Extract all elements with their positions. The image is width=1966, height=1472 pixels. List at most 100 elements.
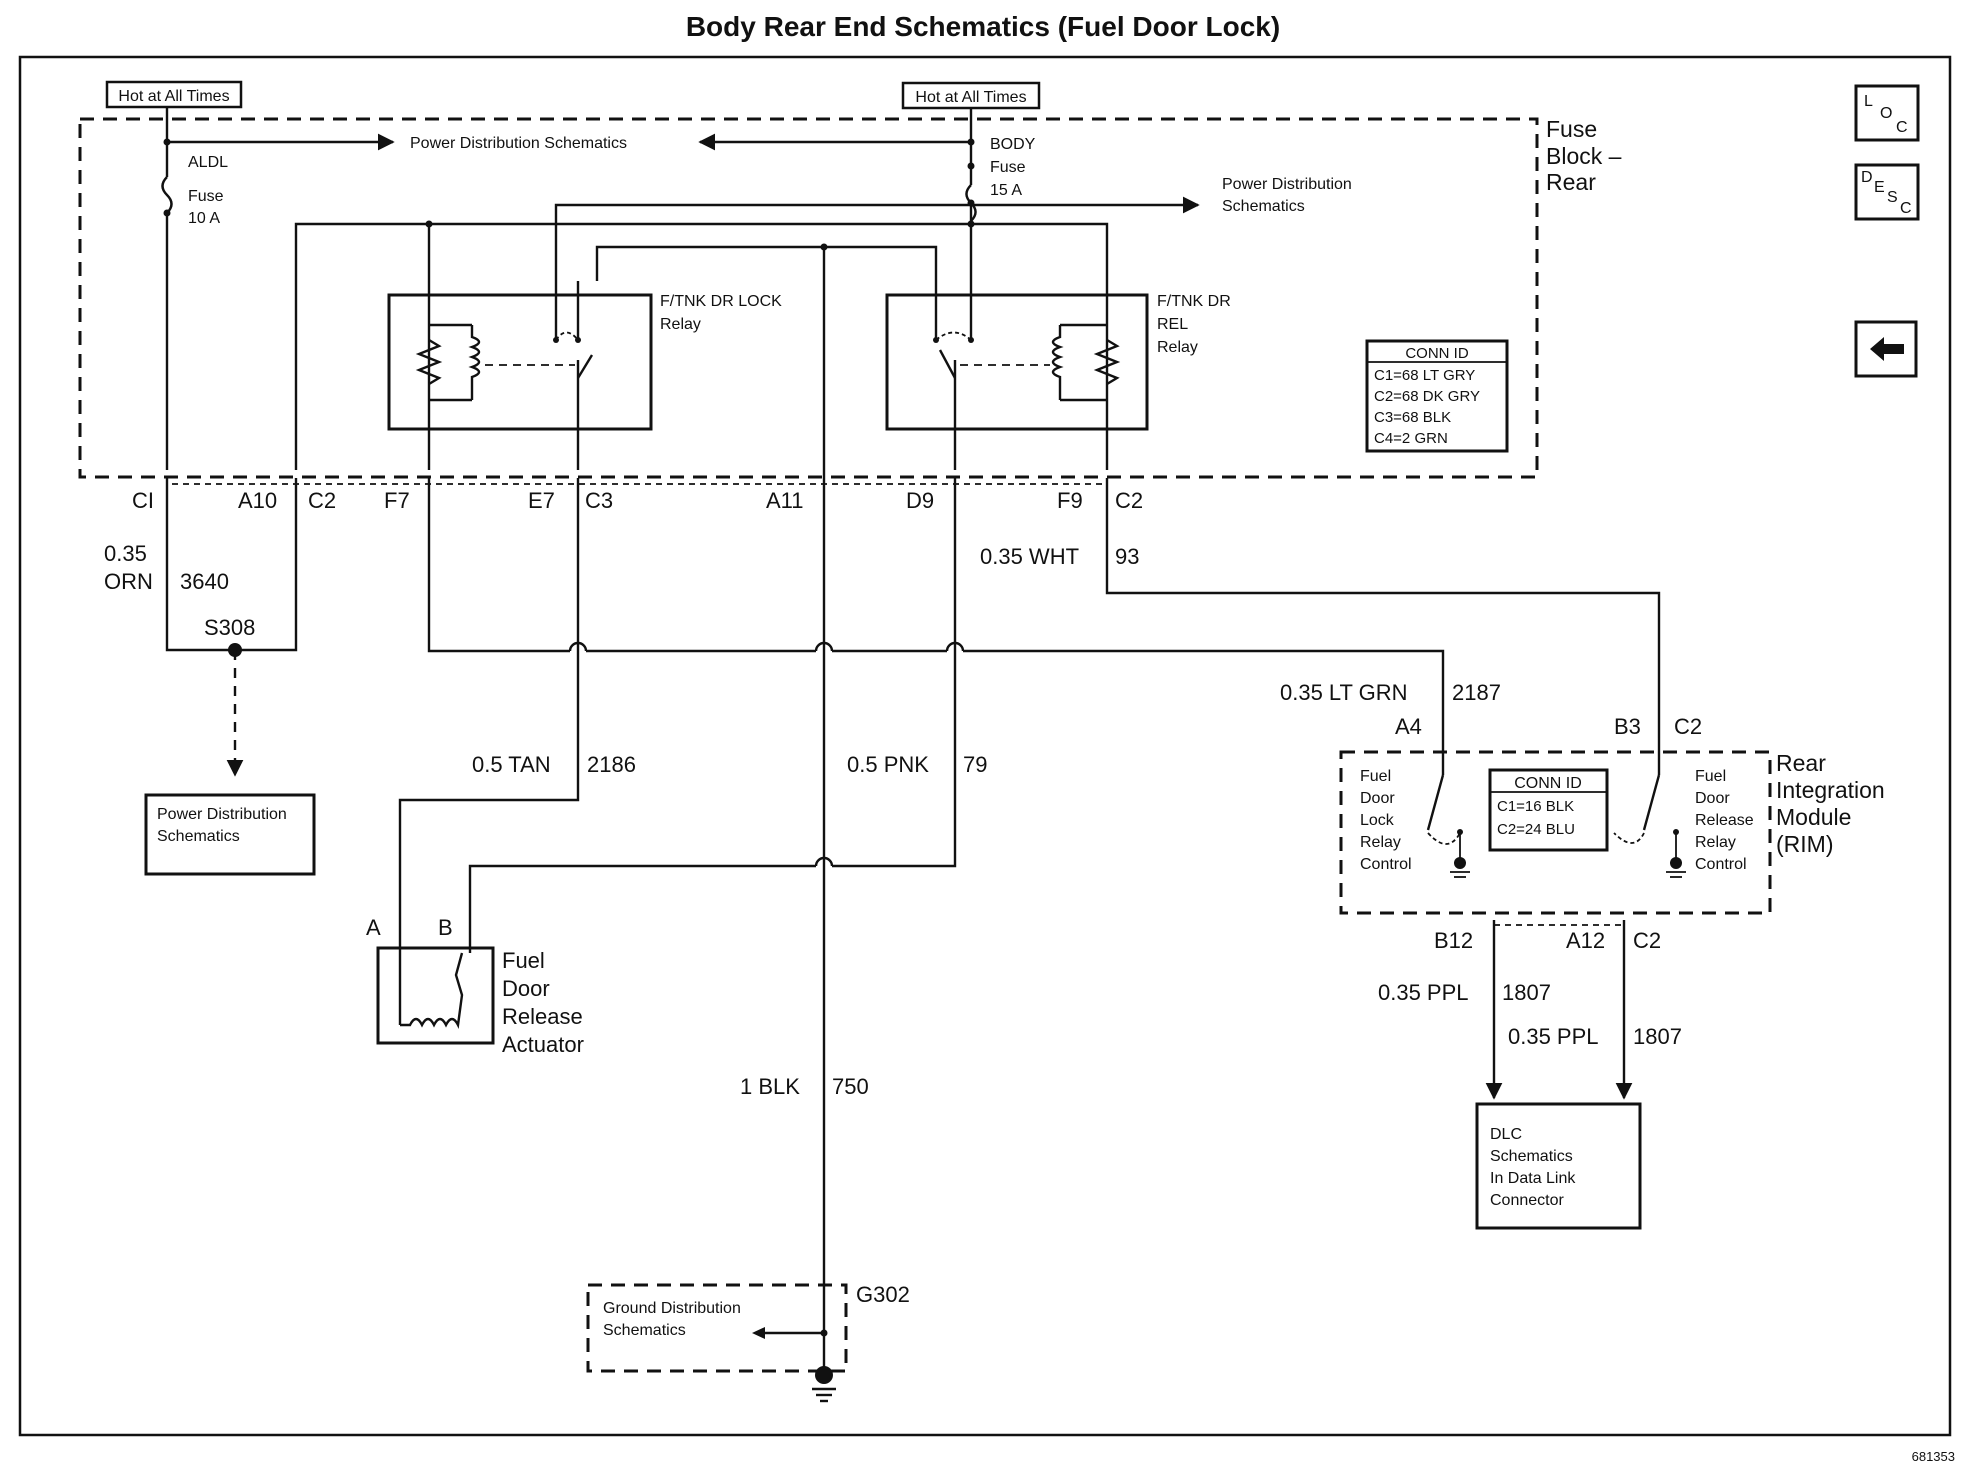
fuse-block-label-3: Rear [1546,169,1596,195]
svg-text:15 A: 15 A [990,182,1022,199]
svg-text:O: O [1880,105,1892,122]
power-dist-box: Power Distribution Schematics [144,793,316,876]
svg-text:0.5 TAN: 0.5 TAN [472,752,551,777]
fuse-block-pins: CI A10 C2 F7 E7 C3 A11 D9 F9 C2 [132,488,1143,513]
svg-text:Integration: Integration [1776,777,1885,803]
wht-wire: 0.35 WHT 93 [980,478,1661,738]
svg-text:C1=16 BLK: C1=16 BLK [1497,798,1574,815]
svg-text:Release: Release [502,1004,583,1029]
svg-text:C3: C3 [585,488,613,513]
hot-label-left: Hot at All Times [105,80,243,109]
svg-text:93: 93 [1115,544,1139,569]
loc-icon[interactable]: L O C [1854,84,1920,142]
svg-text:Rear: Rear [1776,750,1826,776]
svg-text:E: E [1874,179,1885,196]
svg-text:C2=24 BLU: C2=24 BLU [1497,821,1575,838]
svg-text:0.5 PNK: 0.5 PNK [847,752,929,777]
lock-relay: F/TNK DR LOCK Relay [387,281,782,470]
svg-text:0.35: 0.35 [104,541,147,566]
svg-text:2186: 2186 [587,752,636,777]
svg-text:Control: Control [1695,856,1747,873]
svg-text:Schematics: Schematics [603,1322,686,1339]
power-dist-center-label: Power Distribution Schematics [410,135,627,152]
svg-text:Relay: Relay [1360,834,1401,851]
svg-text:2187: 2187 [1452,680,1501,705]
svg-text:79: 79 [963,752,987,777]
svg-text:B: B [438,915,453,940]
svg-text:A4: A4 [1395,714,1422,739]
blk-wire-circuit: 750 [832,1074,869,1099]
svg-text:Hot at All Times: Hot at All Times [915,89,1026,106]
body-fuse: BODY Fuse 15 A [965,108,1036,281]
power-dist-right-label-1: Power Distribution [1222,176,1352,193]
svg-text:A: A [366,915,381,940]
svg-text:C: C [1900,200,1912,217]
svg-text:0.35 PPL: 0.35 PPL [1378,980,1469,1005]
left-arrow-icon[interactable] [1854,320,1918,378]
svg-text:C2=68 DK GRY: C2=68 DK GRY [1374,388,1480,405]
svg-text:F/TNK DR LOCK: F/TNK DR LOCK [660,293,782,310]
dlc-box: DLC Schematics In Data Link Connector [1475,1102,1642,1230]
ppl-wires: 0.35 PPL 1807 0.35 PPL 1807 [1378,920,1682,1100]
desc-icon[interactable]: D E S C [1854,163,1920,221]
tan-wire: 0.5 TAN 2186 [398,478,636,935]
svg-text:Lock: Lock [1360,812,1395,829]
svg-text:Control: Control [1360,856,1412,873]
svg-text:ALDL: ALDL [188,154,228,171]
svg-text:S: S [1887,189,1898,206]
svg-text:Relay: Relay [1157,339,1198,356]
power-dist-right-label-2: Schematics [1222,198,1305,215]
outer-frame [18,55,1952,1437]
svg-text:3640: 3640 [180,569,229,594]
svg-text:Door: Door [1360,790,1395,807]
svg-text:Relay: Relay [660,316,701,333]
svg-text:CONN ID: CONN ID [1405,345,1469,362]
figure-number: 681353 [1912,1449,1955,1464]
svg-text:Power Distribution: Power Distribution [157,806,287,823]
svg-text:F/TNK DR: F/TNK DR [1157,293,1231,310]
svg-text:F7: F7 [384,488,410,513]
svg-text:Relay: Relay [1695,834,1736,851]
svg-text:Release: Release [1695,812,1754,829]
svg-text:D: D [1861,169,1873,186]
svg-text:Schematics: Schematics [1490,1148,1573,1165]
svg-text:L: L [1864,93,1873,110]
pnk-wire: 0.5 PNK 79 [468,478,987,935]
svg-text:Fuel: Fuel [1695,768,1726,785]
svg-text:REL: REL [1157,316,1188,333]
svg-text:C3=68 BLK: C3=68 BLK [1374,409,1451,426]
svg-text:C: C [1896,119,1908,136]
fuse-block-bus [294,203,1109,1270]
fuel-door-release-actuator: A B Fuel Door Release Actuator [366,915,584,1057]
fuse-block-label-2: Block – [1546,143,1622,169]
svg-text:C2: C2 [1115,488,1143,513]
svg-text:ORN: ORN [104,569,153,594]
svg-text:A12: A12 [1566,928,1605,953]
svg-text:Fuel: Fuel [502,948,545,973]
svg-text:B3: B3 [1614,714,1641,739]
svg-text:BODY: BODY [990,136,1036,153]
svg-text:1807: 1807 [1633,1024,1682,1049]
ground-g302: Ground Distribution Schematics G302 [586,1270,910,1403]
svg-text:Door: Door [502,976,550,1001]
svg-text:In Data Link: In Data Link [1490,1170,1576,1187]
svg-text:(RIM): (RIM) [1776,831,1833,857]
svg-text:Hot at All Times: Hot at All Times [118,88,229,105]
svg-text:0.35 WHT: 0.35 WHT [980,544,1079,569]
svg-text:C2: C2 [308,488,336,513]
svg-text:F9: F9 [1057,488,1083,513]
svg-text:C2: C2 [1674,714,1702,739]
svg-text:CONN ID: CONN ID [1514,775,1582,792]
rim-module: A4 B3 C2 Rear Integration Module (RIM) F… [1339,714,1885,953]
svg-text:Actuator: Actuator [502,1032,584,1057]
svg-text:0.35 PPL: 0.35 PPL [1508,1024,1599,1049]
svg-text:Fuel: Fuel [1360,768,1391,785]
svg-text:Fuse: Fuse [990,159,1026,176]
blk-wire-label: 1 BLK [740,1074,800,1099]
svg-text:A10: A10 [238,488,277,513]
svg-text:B12: B12 [1434,928,1473,953]
svg-text:DLC: DLC [1490,1126,1522,1143]
orn-wire: 0.35 ORN 3640 S308 [104,478,298,777]
fuse-block-label-1: Fuse [1546,116,1597,142]
